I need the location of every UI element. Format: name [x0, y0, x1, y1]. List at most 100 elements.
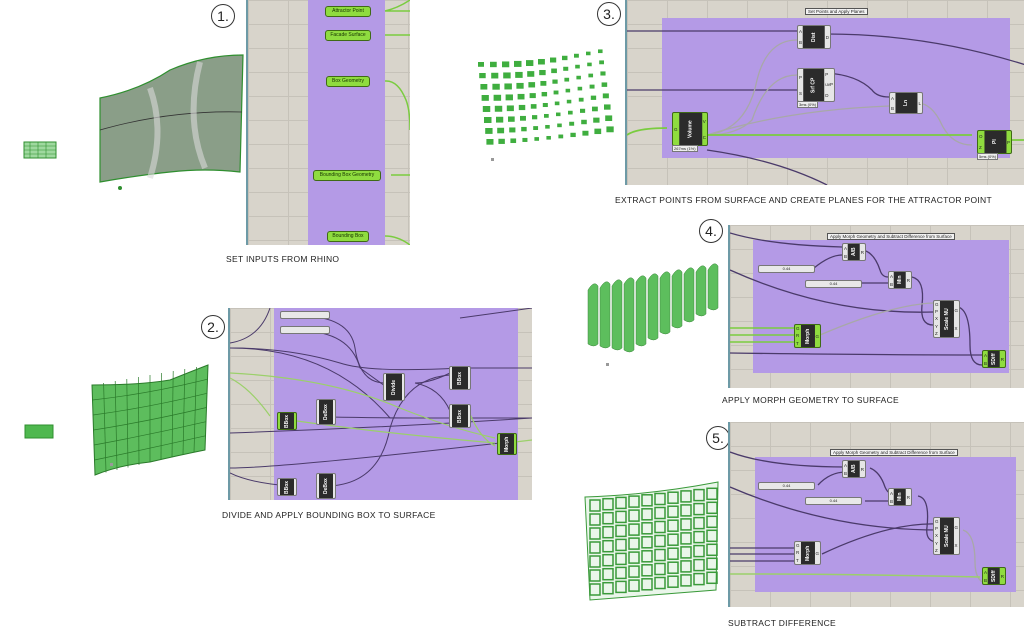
port-label[interactable]: B	[844, 253, 848, 259]
param-attractor-point[interactable]: Attractor Point	[325, 6, 371, 17]
port-label[interactable]: A	[984, 352, 988, 358]
port-label[interactable]: R	[796, 333, 800, 339]
port-label[interactable]: G	[954, 307, 958, 313]
port-label[interactable]: P	[1006, 139, 1010, 145]
port-label[interactable]: S	[799, 90, 803, 96]
number-slider[interactable]: 0.44	[805, 280, 862, 288]
port-label[interactable]: B	[891, 105, 895, 111]
port-label[interactable]: B	[984, 577, 988, 583]
port-label[interactable]: Z	[935, 330, 938, 336]
port-label[interactable]: A	[844, 462, 848, 468]
port-label[interactable]: A	[891, 95, 895, 101]
port-label[interactable]: A	[890, 273, 894, 279]
number-slider[interactable]: 0.44	[758, 265, 815, 273]
grasshopper-canvas-5[interactable]: Apply Morph Geometry and Subtract Differ…	[728, 422, 1024, 607]
port-label[interactable]: B	[890, 498, 894, 504]
port-label[interactable]: R	[860, 466, 864, 472]
port-label[interactable]: A	[890, 490, 894, 496]
port-label[interactable]: X	[954, 325, 958, 331]
number-slider[interactable]: 0.44	[805, 497, 862, 505]
morph-group[interactable]	[753, 240, 1009, 373]
port-label[interactable]: A	[844, 245, 848, 251]
number-slider[interactable]: 0.44	[758, 482, 815, 490]
port-label[interactable]: G	[796, 326, 800, 332]
port-label[interactable]: D	[825, 34, 829, 40]
port-label[interactable]: O	[979, 134, 983, 139]
port-label[interactable]: D	[825, 93, 829, 99]
port-label[interactable]: R	[906, 277, 910, 283]
port-label[interactable]: B	[984, 360, 988, 366]
port-label[interactable]: L	[918, 100, 921, 106]
param-bounding-box[interactable]: Bounding Box	[327, 231, 369, 242]
port-label[interactable]: A	[984, 569, 988, 575]
port-label[interactable]: Y	[935, 540, 939, 546]
debox-a-component[interactable]: DeBox	[316, 399, 336, 425]
port-label[interactable]: P	[799, 74, 803, 80]
port-label[interactable]: V	[702, 118, 706, 124]
port-label[interactable]: G	[954, 524, 958, 530]
port-label[interactable]: Z	[935, 547, 938, 553]
number-slider[interactable]	[280, 311, 330, 319]
port-label[interactable]: uvP	[825, 82, 833, 88]
port-label[interactable]: X	[954, 542, 958, 548]
port-label[interactable]: C	[702, 134, 706, 140]
param-box-geometry[interactable]: Box Geometry	[326, 76, 370, 87]
bbox-a-component[interactable]: BBox	[449, 366, 471, 390]
port-label[interactable]: P	[935, 309, 939, 315]
port-label[interactable]: G	[935, 519, 939, 525]
morph-component[interactable]: Morph	[497, 433, 517, 455]
port-label[interactable]: T	[796, 340, 799, 346]
port-label[interactable]: Y	[935, 323, 939, 329]
port-label[interactable]: A	[799, 29, 803, 34]
port-label[interactable]: B	[844, 470, 848, 476]
subtract-group[interactable]	[755, 457, 1016, 592]
bbox-b-component[interactable]: BBox	[449, 404, 471, 428]
port-label[interactable]: B	[890, 281, 894, 287]
box-b-component[interactable]: BBox	[277, 478, 297, 496]
param-bounding-box-geometry[interactable]: Bounding Box Geometry	[313, 170, 381, 181]
port-label[interactable]: G	[815, 333, 819, 339]
port-label[interactable]: R	[906, 494, 910, 500]
port-label[interactable]: Z	[979, 145, 982, 150]
port-label[interactable]: X	[935, 316, 939, 322]
port-label[interactable]: G	[935, 302, 939, 308]
param-facade-surface[interactable]: Facade Surface	[325, 30, 371, 41]
port-label[interactable]: B	[799, 40, 803, 45]
divide-group[interactable]	[274, 308, 518, 500]
divide-component[interactable]: Divide	[383, 373, 405, 401]
port-label[interactable]: P	[935, 526, 939, 532]
port-label[interactable]: R	[796, 550, 800, 556]
port-label[interactable]: R	[1000, 573, 1004, 579]
port-label[interactable]: X	[935, 533, 939, 539]
port-label[interactable]: G	[796, 543, 800, 549]
debox-b-component[interactable]: DeBox	[316, 473, 336, 499]
set-points-group[interactable]	[662, 18, 1010, 158]
grasshopper-canvas-4[interactable]: Apply Morph Geometry and Subtract Differ…	[728, 225, 1024, 388]
box-a-component[interactable]: BBox	[277, 412, 297, 430]
port-label[interactable]: G	[674, 126, 678, 132]
port-label[interactable]: P	[825, 71, 829, 77]
number-slider[interactable]	[280, 326, 330, 334]
port-label[interactable]: R	[1000, 356, 1004, 362]
port-label[interactable]: G	[815, 550, 819, 556]
port-label[interactable]: T	[796, 557, 799, 563]
port-label[interactable]: R	[860, 249, 864, 255]
grasshopper-canvas-1[interactable]: Attractor Point Facade Surface Box Geome…	[246, 0, 410, 245]
